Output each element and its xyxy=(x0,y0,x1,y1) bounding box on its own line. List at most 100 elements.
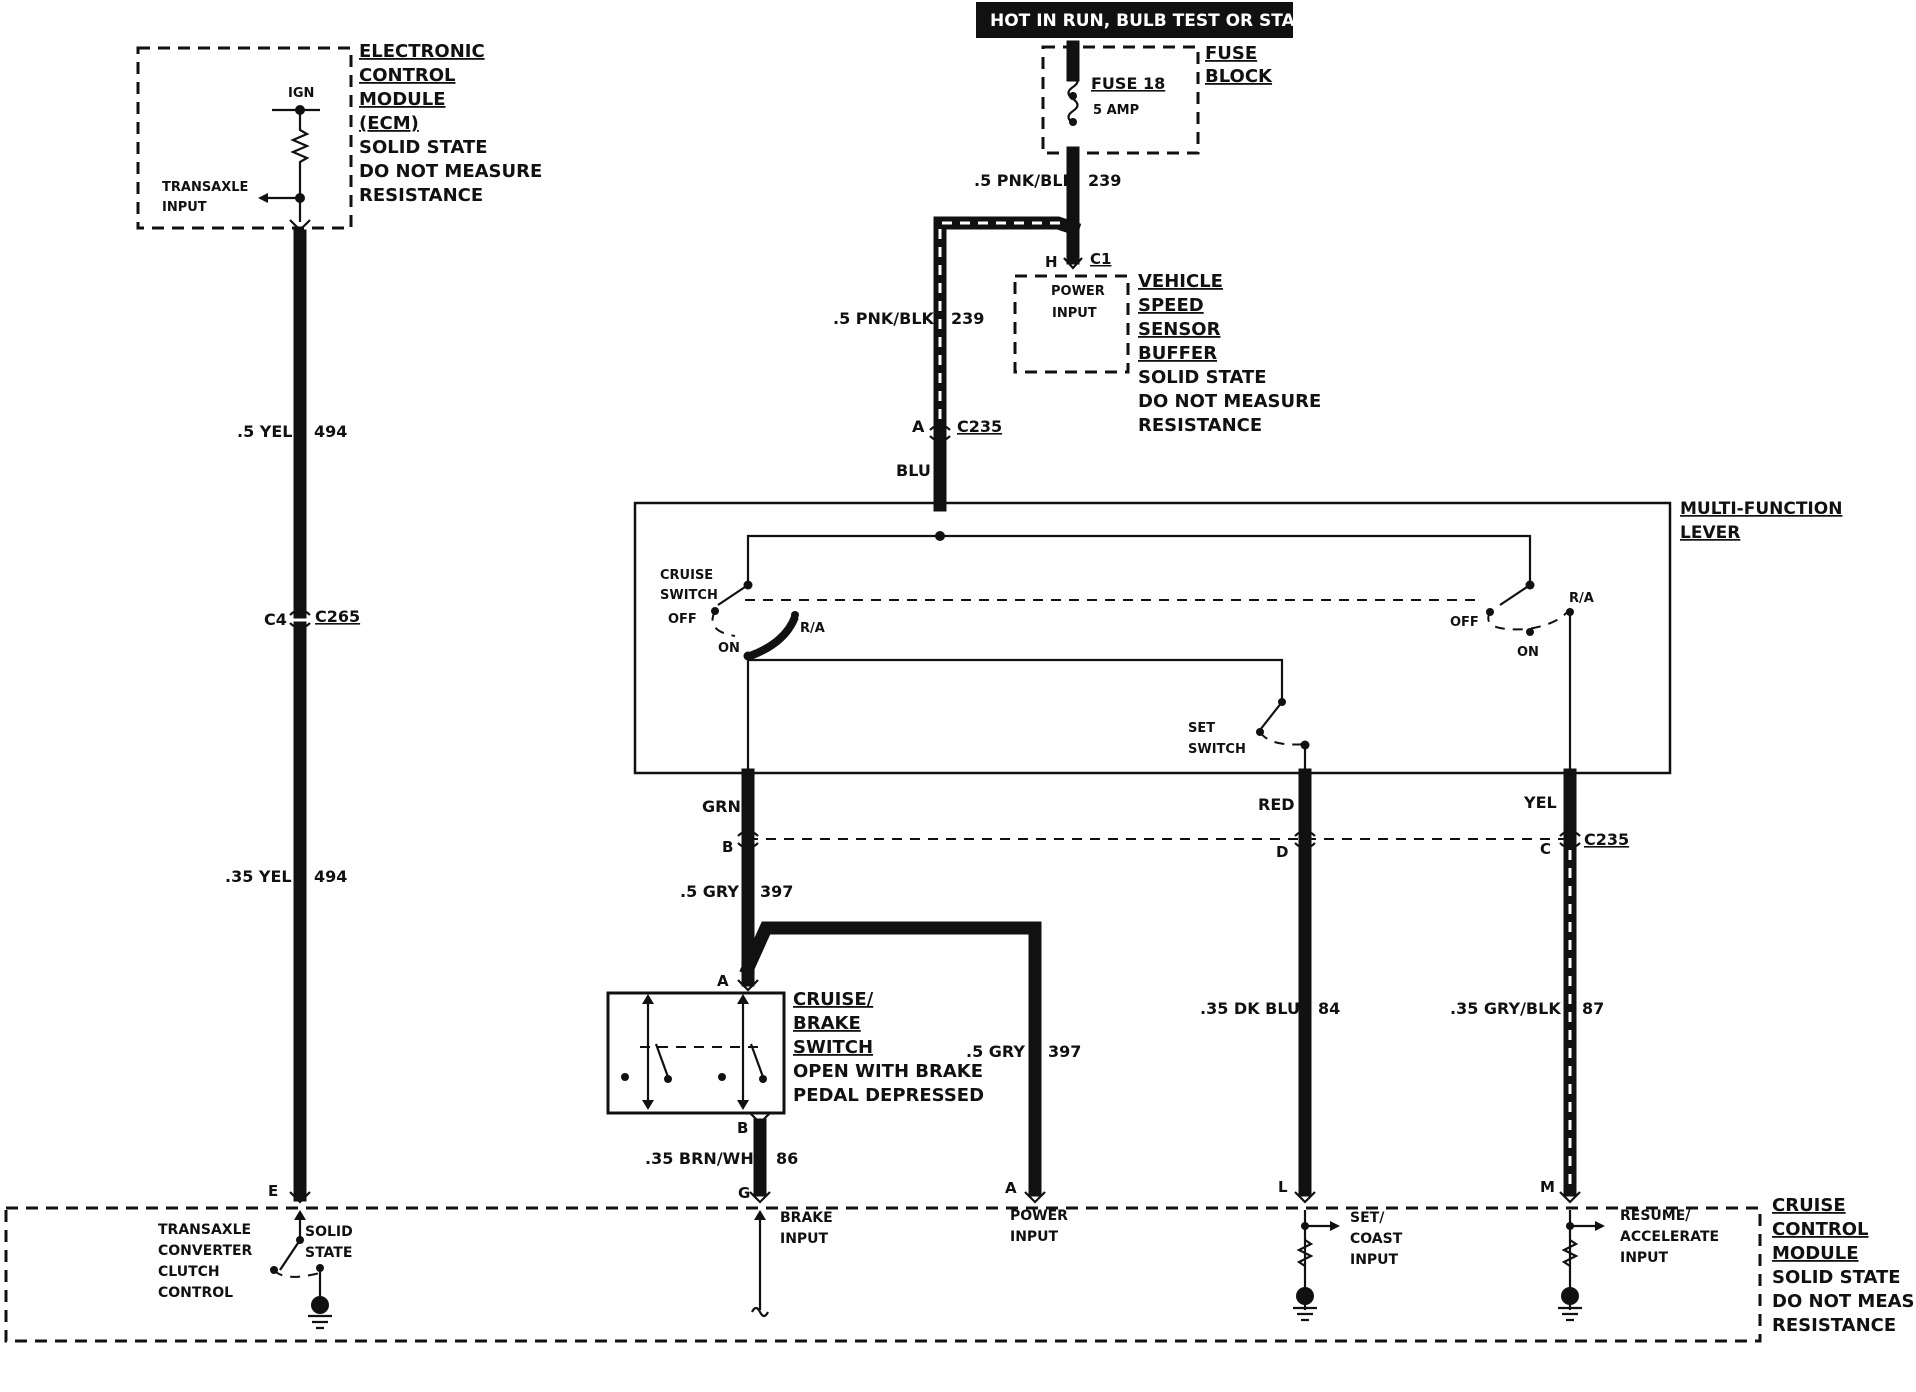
fuse-block-title-2: BLOCK xyxy=(1205,66,1273,87)
vss-title-1: VEHICLE xyxy=(1138,271,1223,292)
vss-pin: H xyxy=(1045,253,1058,271)
vss-note-2: DO NOT MEASURE xyxy=(1138,391,1321,412)
setcoast-resistor xyxy=(1296,1239,1314,1267)
ccm-pin-g: G xyxy=(738,1184,750,1202)
ccm-title-2: CONTROL xyxy=(1772,1219,1869,1240)
wire-84-num: 84 xyxy=(1318,999,1340,1018)
setcoast-label-1: SET/ xyxy=(1350,1210,1385,1226)
tcc-solid-1: SOLID xyxy=(305,1224,353,1240)
resume-resistor xyxy=(1561,1239,1579,1267)
ecm-abbr: (ECM) xyxy=(359,113,419,134)
brake-left-open xyxy=(621,1073,629,1081)
mfl-title-1: MULTI-FUNCTION xyxy=(1680,499,1842,519)
cruise-switch-label-2: SWITCH xyxy=(660,588,718,603)
wire-blu-label: BLU xyxy=(896,461,931,480)
vss-buffer-box xyxy=(1013,274,1130,374)
cruise-switch-label-1: CRUISE xyxy=(660,568,713,583)
fuse-block-box xyxy=(1041,45,1200,155)
vss-title-4: BUFFER xyxy=(1138,343,1217,364)
tcc-switch-pivot xyxy=(296,1236,304,1244)
ecm-input-2: INPUT xyxy=(162,200,207,215)
set-feed-line xyxy=(748,658,1284,700)
ccm-note-1: SOLID STATE xyxy=(1772,1267,1901,1288)
brake-switch-box xyxy=(606,991,786,1115)
cruise-switch-ra-arc xyxy=(748,615,799,660)
tcc-ground-node xyxy=(311,1296,329,1314)
fuse-amp-label: 5 AMP xyxy=(1093,103,1139,118)
ccm-pin-m: M xyxy=(1540,1178,1555,1196)
tcc-switch-blade xyxy=(279,1239,301,1271)
tcc-switch-link xyxy=(273,1269,321,1278)
fuse-label: FUSE 18 xyxy=(1091,74,1165,93)
ecm-title-1: ELECTRONIC xyxy=(359,41,485,62)
c235-pin-d: D xyxy=(1276,843,1288,861)
mfl-bus xyxy=(746,534,1532,583)
ecm-input-1: TRANSAXLE xyxy=(162,180,248,195)
c235-pin-b: B xyxy=(722,838,733,856)
ccm-pin-e: E xyxy=(268,1182,278,1200)
wire-yel-label: YEL xyxy=(1523,793,1557,812)
fuse-block-title-1: FUSE xyxy=(1205,43,1257,64)
wire-84-label: .35 DK BLU xyxy=(1200,999,1300,1018)
vss-note-1: SOLID STATE xyxy=(1138,367,1267,388)
set-switch-blade xyxy=(1259,701,1283,731)
tcc-ground-icon xyxy=(308,1314,332,1330)
c235-mid-label: C235 xyxy=(1584,830,1629,849)
wire-87-num: 87 xyxy=(1582,999,1604,1018)
right-on-label: ON xyxy=(1517,645,1539,660)
set-switch-label-1: SET xyxy=(1188,721,1215,736)
wire-239-left-num: 239 xyxy=(951,309,984,328)
c235-pin-c: C xyxy=(1540,840,1551,858)
fuse-dot-top xyxy=(1069,92,1077,100)
cruise-on-label: ON xyxy=(718,641,740,656)
wire-494-top-num: 494 xyxy=(314,422,347,441)
brake-pin-a: A xyxy=(717,972,729,990)
wire-87-label: .35 GRY/BLK xyxy=(1450,999,1561,1018)
wire-494-bot-label: .35 YEL xyxy=(225,867,292,886)
right-ra-label: R/A xyxy=(1569,591,1594,606)
brake-input-2: INPUT xyxy=(780,1231,829,1247)
brake-right-contact xyxy=(759,1075,767,1083)
resume-arrow xyxy=(1595,1221,1605,1231)
ecm-arrow xyxy=(258,193,268,203)
brake-input-end xyxy=(751,1306,769,1318)
multi-function-box xyxy=(633,501,1672,775)
wire-239-top-label: .5 PNK/BLK xyxy=(974,171,1076,190)
power-input-2: INPUT xyxy=(1010,1229,1059,1245)
resume-ground-node xyxy=(1561,1287,1579,1305)
brake-title-3: SWITCH xyxy=(793,1037,873,1058)
ccm-box xyxy=(4,1206,1762,1343)
ccm-note-3: RESISTANCE xyxy=(1772,1315,1896,1336)
mfl-title-2: LEVER xyxy=(1680,523,1740,543)
brake-note-1: OPEN WITH BRAKE xyxy=(793,1061,983,1082)
ecm-title-3: MODULE xyxy=(359,89,446,110)
resume-label-3: INPUT xyxy=(1620,1250,1669,1266)
cruise-switch-blade xyxy=(717,584,749,606)
ccm-title-1: CRUISE xyxy=(1772,1195,1846,1216)
cruise-switch-link xyxy=(711,599,1475,637)
brake-pin-b: B xyxy=(737,1119,748,1137)
power-input-1: POWER xyxy=(1010,1208,1068,1224)
right-switch-blade xyxy=(1499,584,1531,606)
ecm-ign: IGN xyxy=(288,86,314,101)
wire-397b-label: .5 GRY xyxy=(966,1042,1025,1061)
right-switch-on-dot xyxy=(1526,628,1534,636)
brake-title-1: CRUISE/ xyxy=(793,989,874,1010)
setcoast-ground-icon xyxy=(1293,1306,1317,1322)
wire-397-b xyxy=(739,921,1042,1197)
right-off-label: OFF xyxy=(1450,615,1479,630)
wire-494-bot-num: 494 xyxy=(314,867,347,886)
brake-right-open xyxy=(718,1073,726,1081)
brake-a-connector xyxy=(737,979,759,992)
vss-title-2: SPEED xyxy=(1138,295,1204,316)
cruise-switch-ra-dot xyxy=(791,611,799,619)
c265-pin: C4 xyxy=(264,610,287,629)
tcc-label-4: CONTROL xyxy=(158,1285,233,1301)
ccm-pin-l: L xyxy=(1278,1178,1288,1196)
vss-connector xyxy=(1063,257,1083,270)
wire-grn-label: GRN xyxy=(702,797,741,816)
ecm-note-1: SOLID STATE xyxy=(359,137,488,158)
brake-left-contact xyxy=(664,1075,672,1083)
c235-top-pin: A xyxy=(912,417,925,436)
